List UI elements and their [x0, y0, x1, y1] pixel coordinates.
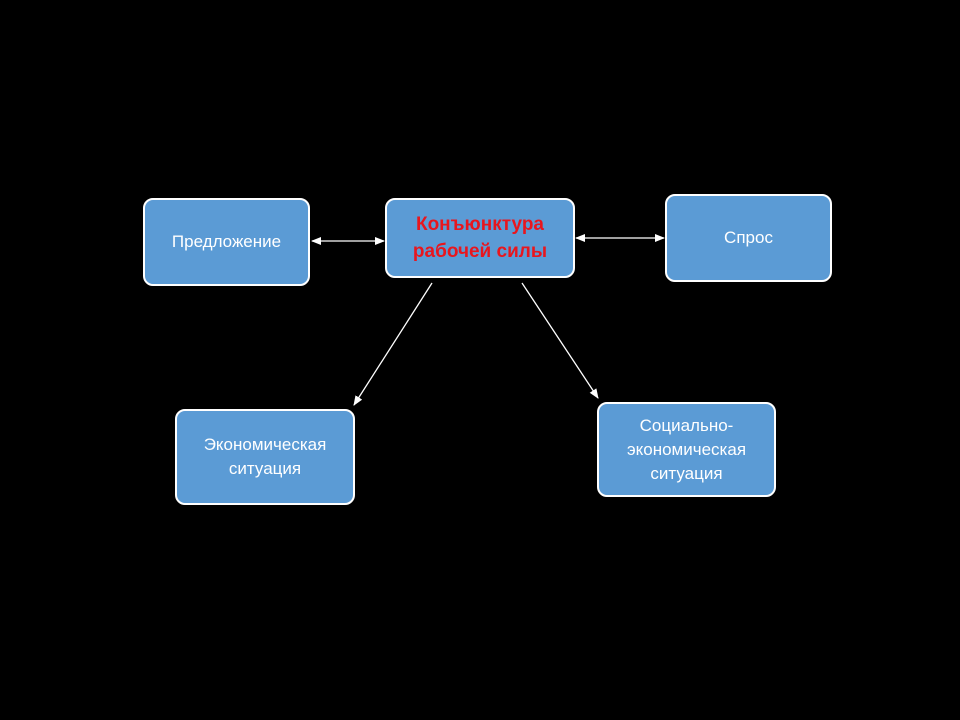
arrow-center-social: [521, 282, 599, 399]
node-social-label-line3: ситуация: [650, 463, 723, 483]
node-economic-situation: Экономическая ситуация: [175, 409, 355, 505]
node-supply: Предложение: [143, 198, 310, 286]
node-social-label-line2: экономическая: [626, 439, 747, 459]
node-labor-market-conditions: Конъюнктура рабочей силы: [385, 198, 575, 278]
node-demand-label: Спрос: [724, 228, 773, 247]
node-center-label-line1: Конъюнктура: [415, 214, 544, 235]
node-economic-label-line1: Экономическая: [203, 435, 327, 454]
node-economic-label-line2: ситуация: [228, 459, 302, 478]
node-socioeconomic-situation: Социально- экономическая ситуация: [597, 402, 776, 497]
node-supply-label: Предложение: [171, 232, 282, 251]
node-demand: Спрос: [665, 194, 832, 282]
node-social-label-line1: Социально-: [639, 415, 734, 435]
node-center-label-line2: рабочей силы: [412, 241, 548, 262]
arrow-center-economic: [353, 282, 433, 406]
